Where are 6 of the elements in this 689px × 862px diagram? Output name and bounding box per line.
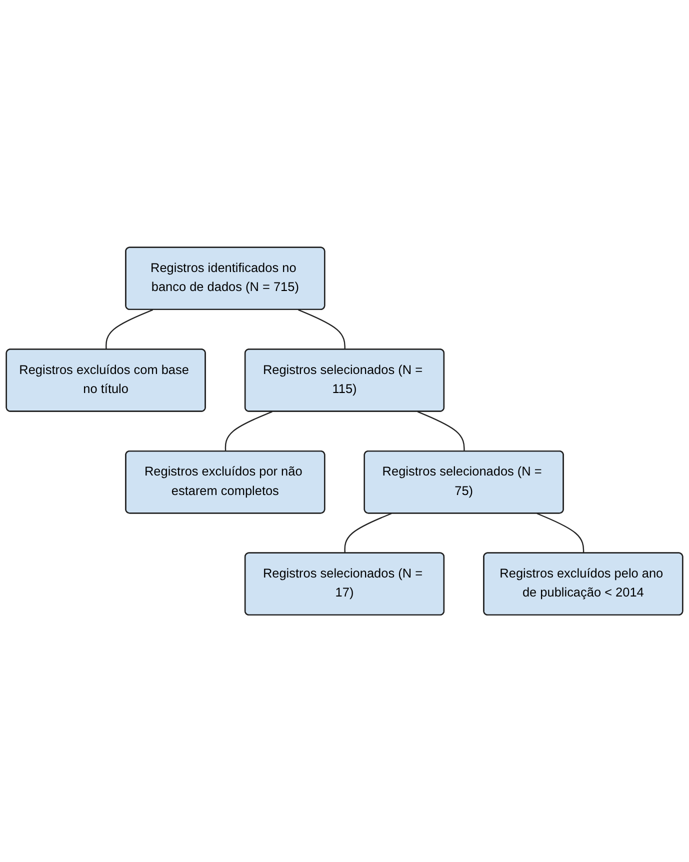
- connector: [417, 410, 465, 452]
- connector: [536, 512, 584, 554]
- connector: [344, 512, 392, 554]
- connector: [224, 410, 272, 452]
- connector: [298, 309, 346, 350]
- connector: [106, 309, 154, 350]
